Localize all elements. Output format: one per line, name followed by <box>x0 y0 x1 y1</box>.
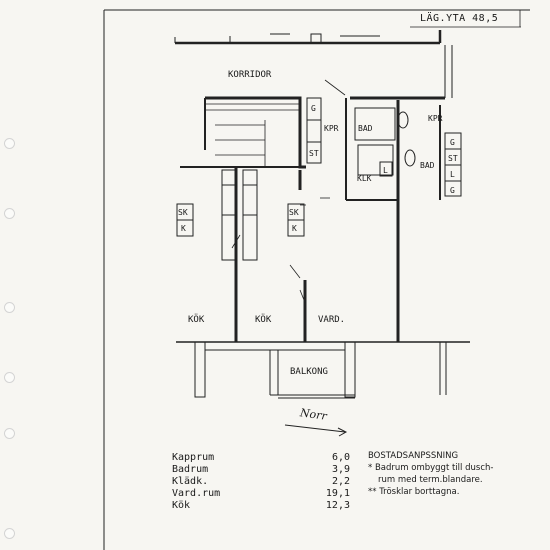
upper-corridor-wall <box>174 30 453 98</box>
balcony <box>194 341 447 399</box>
room-label-balkong: BALKONG <box>290 367 328 377</box>
area-name: Klädk. <box>172 476 209 487</box>
area-table: Kapprum 6,0 Badrum 3,9 Klädk. 2,2 Vard.r… <box>172 452 350 512</box>
stairwell <box>180 98 300 168</box>
room-label-korridor: KORRIDOR <box>228 70 272 80</box>
note-line: rum med term.blandare. <box>378 475 483 485</box>
fixture-label: G <box>450 186 455 195</box>
area-row: Vard.rum 19,1 <box>172 488 350 500</box>
room-label-kok-left: KÖK <box>188 314 205 325</box>
area-name: Kök <box>172 500 191 511</box>
fixture-label: G <box>311 104 316 113</box>
area-name: Badrum <box>172 464 209 475</box>
area-row: Kapprum 6,0 <box>172 452 350 464</box>
room-label-bad-left: BAD <box>358 124 373 133</box>
area-name: Vard.rum <box>172 488 221 499</box>
binder-hole <box>4 208 15 219</box>
area-row: Klädk. 2,2 <box>172 476 350 488</box>
room-label-klk: KLK <box>357 174 372 183</box>
area-value: 3,9 <box>331 464 350 475</box>
fixture-label: G <box>450 138 455 147</box>
area-row: Badrum 3,9 <box>172 464 350 476</box>
area-value: 12,3 <box>325 500 350 511</box>
notes-heading: BOSTADSANPSSNING <box>368 451 459 461</box>
room-label-kpr-right: KPR <box>428 114 443 123</box>
area-name: Kapprum <box>172 452 215 463</box>
note-line: ** Trösklar borttagna. <box>368 487 460 497</box>
area-row: Kök 12,3 <box>172 500 350 512</box>
area-value: 2,2 <box>331 476 350 487</box>
fixture-label: L <box>383 166 388 175</box>
room-label-kok-mid: KÖK <box>255 314 272 325</box>
area-value: 6,0 <box>331 452 350 463</box>
fixture-label: K <box>181 224 186 233</box>
fixture-label: SK <box>289 208 299 217</box>
fixture-label: K <box>292 224 297 233</box>
fixture-label: L <box>450 170 455 179</box>
room-label-vard: VARD. <box>318 315 345 325</box>
fixture-label: SK <box>178 208 188 217</box>
north-arrow <box>284 424 348 437</box>
kitchen-cabinets <box>176 169 305 261</box>
binder-hole <box>4 302 15 313</box>
binder-hole <box>4 428 15 439</box>
adaptation-notes: BOSTADSANPSSNING * Badrum ombyggt till d… <box>368 451 493 499</box>
living-area-label: LÄG.YTA 48,5 <box>420 13 499 24</box>
apartment-walls <box>176 96 470 343</box>
bathroom <box>306 97 416 201</box>
binder-hole <box>4 372 15 383</box>
right-closets <box>439 105 462 200</box>
door-swings <box>231 79 346 306</box>
fixture-label: ST <box>448 154 458 163</box>
room-label-kpr-left: KPR <box>324 124 339 133</box>
note-line: * Badrum ombyggt till dusch- <box>368 463 494 473</box>
binder-hole <box>4 138 15 149</box>
binder-hole <box>4 528 15 539</box>
fixture-label: ST <box>309 149 319 158</box>
area-value: 19,1 <box>325 488 350 499</box>
room-label-bad-right: BAD <box>420 161 435 170</box>
